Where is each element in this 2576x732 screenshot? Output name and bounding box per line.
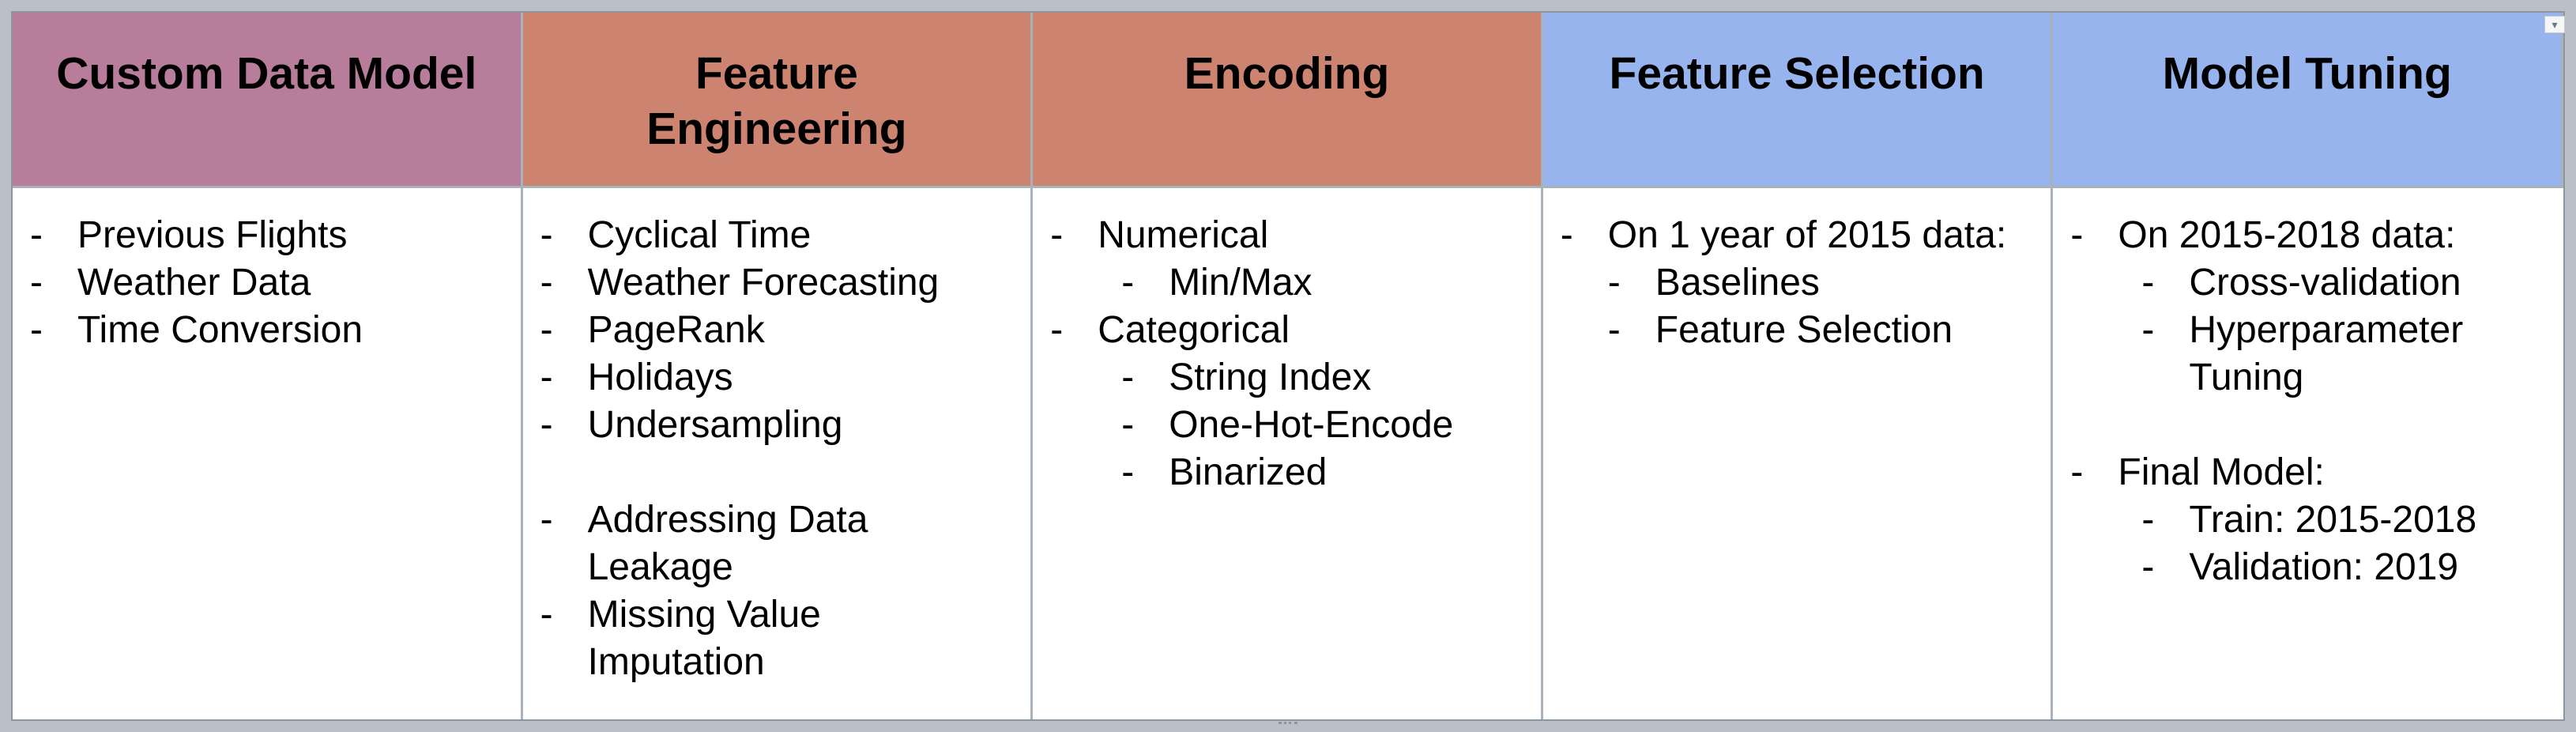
sub-list: Baselines Feature Selection (1608, 259, 2051, 354)
body-feature-selection: On 1 year of 2015 data: Baselines Featur… (1543, 188, 2054, 719)
sub-item: Binarized (1121, 449, 1541, 496)
header-line: Feature Selection (1609, 48, 1985, 99)
item-line: On 1 year of 2015 data: (1607, 214, 2007, 256)
body-custom-data-model: Previous Flights Weather Data Time Conve… (13, 188, 523, 719)
item-line: Missing Value (587, 594, 821, 636)
header-encoding: Encoding (1033, 13, 1543, 188)
list-item: PageRank (540, 307, 1031, 354)
sub-item: Feature Selection (1608, 307, 2051, 354)
header-custom-data-model: Custom Data Model (13, 13, 523, 188)
header-line: Feature (695, 48, 858, 99)
sub-list: Train: 2015-2018 Validation: 2019 (2141, 496, 2563, 591)
sub-item: Min/Max (1121, 259, 1541, 307)
list-item: Undersampling (540, 402, 1031, 449)
item-list: On 1 year of 2015 data: Baselines Featur… (1561, 212, 2051, 354)
sub-item: Hyperparameter Tuning (2141, 307, 2505, 402)
body-encoding: Numerical Min/Max Categorical String Ind… (1033, 188, 1543, 719)
sub-item: One-Hot-Encode (1121, 402, 1541, 449)
body-model-tuning: On 2015-2018 data: Cross-validation Hype… (2053, 188, 2563, 719)
header-feature-selection: Feature Selection (1542, 13, 2054, 188)
sub-list: Cross-validation Hyperparameter Tuning (2141, 259, 2563, 402)
dropdown-arrow-icon[interactable]: ▾ (2544, 16, 2565, 33)
item-list: Cyclical Time Weather Forecasting PageRa… (540, 212, 1031, 686)
header-line: Encoding (1184, 48, 1390, 99)
header-title: Model Tuning (2163, 46, 2452, 101)
list-item: Weather Forecasting (540, 259, 1031, 307)
sub-item: String Index (1121, 354, 1541, 402)
item-line: Addressing Data (587, 499, 868, 541)
list-item: Time Conversion (30, 307, 521, 354)
list-item: Final Model: Train: 2015-2018 Validation… (2070, 449, 2563, 591)
header-line: Custom Data Model (56, 48, 477, 99)
pipeline-table: Custom Data Model Feature Engineering En… (11, 11, 2565, 721)
sub-item: Baselines (1608, 259, 2051, 307)
list-item: Addressing Data Leakage (540, 496, 1031, 591)
header-feature-engineering: Feature Engineering (522, 13, 1034, 188)
list-item: Cyclical Time (540, 212, 1031, 259)
item-line: Categorical (1098, 309, 1290, 351)
header-line: Model Tuning (2162, 48, 2452, 99)
sub-list: Min/Max (1121, 259, 1541, 307)
list-item: Previous Flights (30, 212, 521, 259)
sub-item: Cross-validation (2141, 259, 2563, 307)
list-item: Missing Value Imputation (540, 591, 1031, 686)
item-list: Numerical Min/Max Categorical String Ind… (1050, 212, 1541, 496)
list-item: Categorical String Index One-Hot-Encode … (1050, 307, 1541, 496)
item-line: Numerical (1098, 214, 1269, 256)
item-line: Imputation (587, 641, 765, 683)
header-title: Feature Selection (1610, 46, 1985, 101)
item-line: Final Model: (2118, 451, 2325, 493)
list-item: Holidays (540, 354, 1031, 402)
header-title: Encoding (1184, 46, 1390, 101)
header-title: Feature Engineering (646, 46, 906, 157)
item-list: Previous Flights Weather Data Time Conve… (30, 212, 521, 354)
body-feature-engineering: Cyclical Time Weather Forecasting PageRa… (523, 188, 1034, 719)
item-line: On 2015-2018 data: (2118, 214, 2456, 256)
item-line: Leakage (587, 546, 733, 588)
sub-item: Validation: 2019 (2141, 544, 2563, 591)
header-title: Custom Data Model (56, 46, 476, 101)
resize-handle-icon[interactable] (1279, 722, 1297, 730)
header-model-tuning: Model Tuning (2053, 13, 2563, 188)
sub-list: String Index One-Hot-Encode Binarized (1121, 354, 1541, 496)
list-item: On 2015-2018 data: Cross-validation Hype… (2070, 212, 2563, 402)
list-item: Weather Data (30, 259, 521, 307)
list-item: Numerical Min/Max (1050, 212, 1541, 307)
item-list: On 2015-2018 data: Cross-validation Hype… (2070, 212, 2563, 591)
sub-item: Train: 2015-2018 (2141, 496, 2563, 544)
list-item: On 1 year of 2015 data: Baselines Featur… (1561, 212, 2051, 354)
header-line: Engineering (646, 104, 907, 154)
